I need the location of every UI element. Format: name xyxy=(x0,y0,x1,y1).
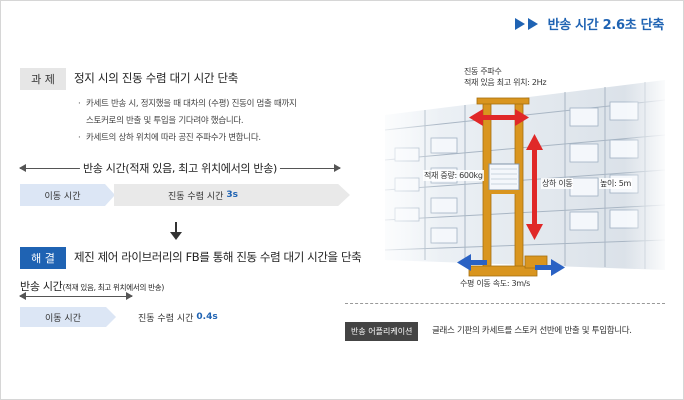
solution-time-bar: 이동 시간 진동 수렴 시간 0.4s xyxy=(20,307,240,327)
solution-span-main: 반송 시간 xyxy=(20,280,63,293)
application-badge: 반송 어플리케이션 xyxy=(345,322,419,341)
solution-badge: 해 결 xyxy=(20,247,66,269)
task-wait-value: 3s xyxy=(226,190,239,200)
task-bullet: 카세트 반송 시, 정지했을 때 대차의 (수평) 진동이 멈출 때까지 xyxy=(78,96,297,113)
double-arrow-icon xyxy=(514,17,538,30)
solution-move-segment: 이동 시간 xyxy=(20,307,106,327)
weight-label: 적재 중량: 600kg xyxy=(423,170,484,181)
task-span-label: 반송 시간(적재 있음, 최고 위치에서의 반송) xyxy=(79,160,281,176)
task-wait-segment: 진동 수렴 시간 3s xyxy=(114,184,350,206)
lift-label: 상하 이동 xyxy=(541,178,574,189)
task-bullet: 카세트의 상하 위치에 따라 공진 주파수가 변합니다. xyxy=(78,130,297,147)
task-bullet: 스토커로의 반출 및 투입을 기다려야 했습니다. xyxy=(86,116,244,126)
stocker-rack-graphic xyxy=(365,60,670,290)
freq-label-1: 진동 주파수 xyxy=(463,66,503,77)
solution-span-sub: (적재 있음, 최고 위치에서의 반송) xyxy=(62,283,164,292)
arrow-left-icon xyxy=(19,164,26,172)
dashed-divider xyxy=(345,303,665,304)
task-move-segment: 이동 시간 xyxy=(20,184,105,206)
task-span-indicator: 반송 시간(적재 있음, 최고 위치에서의 반송) xyxy=(19,160,341,176)
stocker-illustration: 진동 주파수 적재 있음 최고 위치: 2Hz 적재 중량: 600kg 상하 … xyxy=(365,60,670,290)
task-move-label: 이동 시간 xyxy=(44,191,81,202)
freq-label-2: 적재 있음 최고 위치: 2Hz xyxy=(463,77,548,88)
solution-wait-segment: 진동 수렴 시간 0.4s xyxy=(120,307,240,327)
solution-span-label: 반송 시간(적재 있음, 최고 위치에서의 반송) xyxy=(20,278,164,294)
headline: 반송 시간 2.6초 단축 xyxy=(514,14,665,33)
task-badge: 과 제 xyxy=(20,68,66,90)
application-text: 글래스 기판의 카세트를 스토커 선반에 반출 및 투입합니다. xyxy=(432,326,632,336)
arrow-right-icon xyxy=(126,292,133,300)
headline-text: 반송 시간 2.6초 단축 xyxy=(547,18,665,33)
task-title: 정지 시의 진동 수렴 대기 시간 단축 xyxy=(74,71,239,85)
segment-chevron xyxy=(105,184,115,206)
solution-span-indicator xyxy=(19,292,133,302)
arrow-left-icon xyxy=(19,292,26,300)
solution-wait-value: 0.4s xyxy=(196,312,218,322)
solution-title: 제진 제어 라이브러리의 FB를 통해 진동 수렴 대기 시간을 단축 xyxy=(74,250,362,264)
solution-move-label: 이동 시간 xyxy=(45,313,81,324)
solution-wait-label: 진동 수렴 시간 xyxy=(138,313,194,324)
task-time-bar: 이동 시간 진동 수렴 시간 3s xyxy=(20,184,350,206)
segment-chevron xyxy=(106,307,116,327)
task-wait-label: 진동 수렴 시간 xyxy=(168,191,224,202)
height-label: 높이: 5m xyxy=(599,178,633,189)
arrow-right-icon xyxy=(334,164,341,172)
speed-label: 수평 이동 속도: 3m/s xyxy=(459,278,532,289)
task-bullets: 카세트 반송 시, 정지했을 때 대차의 (수평) 진동이 멈출 때까지 스토커… xyxy=(78,96,297,147)
down-arrow-icon xyxy=(170,222,182,242)
